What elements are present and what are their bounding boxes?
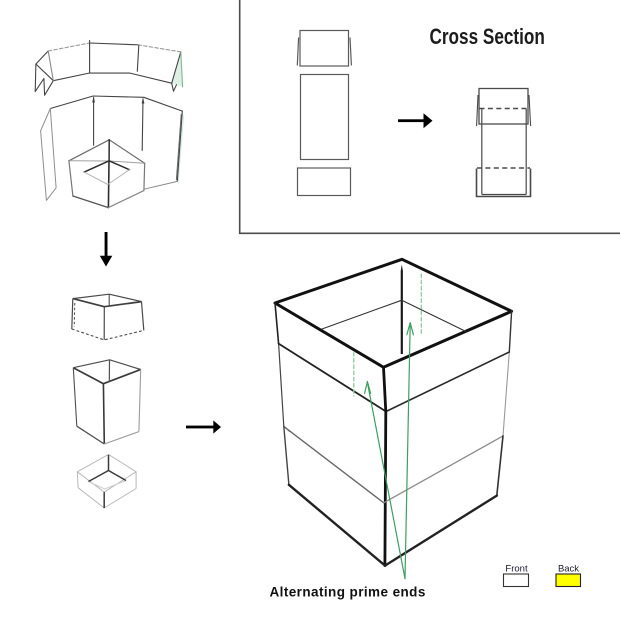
svg-text:Front: Front — [505, 564, 528, 575]
svg-text:Cross Section: Cross Section — [430, 25, 545, 50]
svg-text:Alternating prime ends: Alternating prime ends — [270, 585, 426, 600]
svg-text:Back: Back — [558, 564, 579, 575]
